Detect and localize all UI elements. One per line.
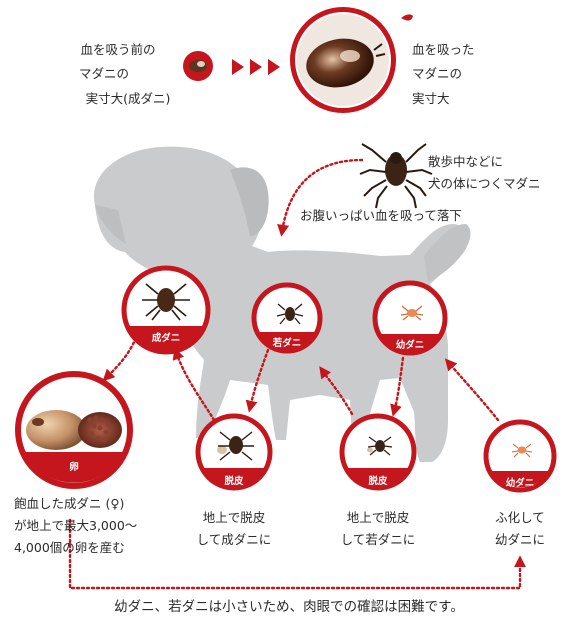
caption-molt-nymph-line1: 地上で脱皮 [347,510,410,525]
top-note-line2: 犬の体につくマダニ [428,176,541,191]
caption-egg: 飽血した成ダニ (♀) が地上で最大3,000〜 4,000個の卵を産む [14,496,137,555]
stage-egg-circle: 卵 [18,374,130,486]
header-after: 血を吸った マダニの 実寸大 [412,42,475,106]
caption-hatch-line2: 幼ダニに [495,532,545,547]
stage-hatch-larva-circle: 幼ダニ [486,422,554,490]
caption-molt-nymph: 地上で脱皮 して若ダニに [341,510,416,547]
stage-larva-circle: 幼ダニ [375,283,445,353]
molt-adult-label: 脱皮 [224,475,244,487]
size-arrows-icon [232,59,280,75]
caption-molt-adult-line1: 地上で脱皮 [203,510,266,525]
after-label-line2: マダニの [412,66,462,81]
stage-molt-adult-circle: 脱皮 [198,416,270,488]
before-label-line1: 血を吸う前の [80,42,155,57]
engorged-tick-circle [290,7,413,113]
header-before: 血を吸う前の マダニの 実寸大(成ダニ) [79,42,170,106]
stage-adult-circle: 成ダニ [124,268,208,352]
dog-tick-icon [360,144,432,208]
footer-note: 幼ダニ、若ダニは小さいため、肉眼での確認は困難です。 [114,599,464,615]
stage-nymph-circle: 若ダニ [254,285,320,351]
egg-label: 卵 [69,461,79,473]
after-label-line3: 実寸大 [412,91,450,106]
caption-hatch: ふ化して 幼ダニに [495,510,545,547]
caption-molt-adult-line2: して成ダニに [197,532,272,547]
stage-molt-nymph-circle: 脱皮 [342,416,414,488]
after-label-line1: 血を吸った [412,42,475,57]
caption-egg-line2: が地上で最大3,000〜 [14,518,137,533]
before-label-line2: マダニの [79,66,129,81]
caption-hatch-line1: ふ化して [495,510,545,525]
egg-laying-tick-icon [26,410,122,450]
nymph-label: 若ダニ [272,337,302,349]
fall-note: お腹いっぱい血を吸って落下 [300,208,462,223]
hatch-larva-label: 幼ダニ [506,477,535,489]
caption-egg-line3: 4,000個の卵を産む [14,540,125,555]
caption-molt-adult: 地上で脱皮 して成ダニに [197,510,272,547]
molt-nymph-label: 脱皮 [368,475,388,487]
adult-label: 成ダニ [152,332,181,344]
top-note-line1: 散歩中などに [428,154,503,169]
caption-molt-nymph-line2: して若ダニに [341,532,416,547]
caption-egg-line1: 飽血した成ダニ (♀) [14,496,124,511]
unfed-tick-circle [183,51,213,81]
before-label-line3: 実寸大(成ダニ) [86,91,171,106]
larva-label: 幼ダニ [396,339,425,351]
